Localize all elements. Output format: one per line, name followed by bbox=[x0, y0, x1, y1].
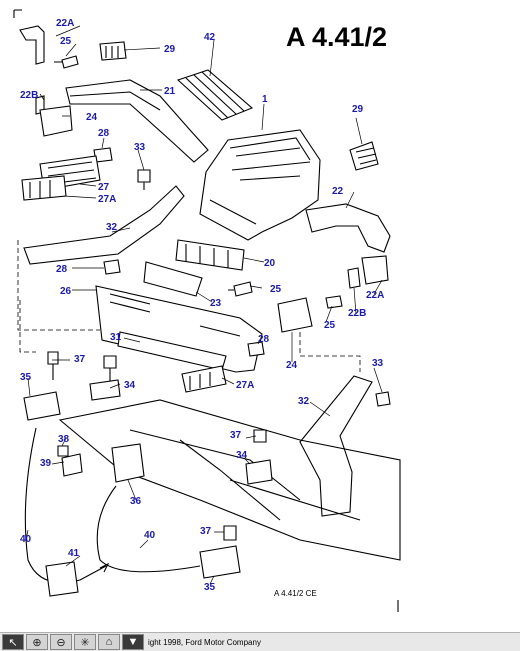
callout-label: 24 bbox=[86, 112, 98, 123]
cable-40-right bbox=[96, 485, 201, 573]
callout-label: 33 bbox=[134, 142, 146, 153]
bracket-22a-right bbox=[361, 255, 389, 285]
callout-label: 25 bbox=[324, 320, 336, 331]
callout-label: 1 bbox=[262, 94, 268, 105]
pointer-icon[interactable]: ↖ bbox=[2, 634, 24, 650]
bracket-22a-top bbox=[19, 25, 45, 65]
vent-27a-lower bbox=[181, 365, 227, 393]
screw-37-mid bbox=[103, 355, 117, 382]
bracket-34-right bbox=[245, 459, 273, 485]
callout-label: 34 bbox=[236, 450, 248, 461]
callout-label: 34 bbox=[124, 380, 136, 391]
screw-25-mid bbox=[228, 281, 253, 297]
page-title: A 4.41/2 bbox=[286, 22, 388, 52]
heater-housing-1 bbox=[199, 129, 321, 241]
panel-20 bbox=[175, 239, 245, 271]
actuator-35-right bbox=[199, 545, 241, 579]
callout-label: 22B bbox=[348, 308, 366, 319]
callout-label: 21 bbox=[164, 86, 176, 97]
vent-29-right bbox=[349, 141, 379, 171]
callout-label: 37 bbox=[200, 526, 212, 537]
callout-label: 27 bbox=[98, 182, 110, 193]
duct-22 bbox=[305, 203, 391, 253]
screw-25-right bbox=[325, 295, 343, 309]
callout-label: 39 bbox=[40, 458, 52, 469]
dropdown-icon[interactable]: ▼ bbox=[122, 634, 144, 650]
callouts: 22A 25 29 42 22B 21 1 29 24 28 33 22 27 … bbox=[20, 18, 384, 593]
callout-label: 25 bbox=[60, 36, 72, 47]
callout-label: 27A bbox=[98, 194, 116, 205]
control-24-lower bbox=[277, 297, 313, 333]
viewer-toolbar: ↖ ⊕ ⊖ ✳ ⌂ ▼ ight 1998, Ford Motor Compan… bbox=[0, 632, 520, 651]
fit-icon[interactable]: ✳ bbox=[74, 634, 96, 650]
zoom-in-icon[interactable]: ⊕ bbox=[26, 634, 48, 650]
duct-21 bbox=[65, 79, 209, 163]
callout-label: 40 bbox=[144, 530, 156, 541]
callout-label: 23 bbox=[210, 298, 222, 309]
callout-label: 32 bbox=[298, 396, 310, 407]
callout-label: 32 bbox=[106, 222, 118, 233]
control-24-top bbox=[39, 105, 73, 137]
screw-33-upper bbox=[137, 169, 151, 190]
callout-label: 22B bbox=[20, 90, 38, 101]
callout-label: 37 bbox=[74, 354, 86, 365]
callout-label: 35 bbox=[204, 582, 216, 593]
screw-33-right bbox=[375, 391, 391, 407]
callout-label: 36 bbox=[130, 496, 142, 507]
clip-28-mid bbox=[103, 259, 121, 275]
clip-39 bbox=[61, 453, 83, 477]
callout-label: 28 bbox=[98, 128, 110, 139]
bracket-23 bbox=[143, 261, 203, 297]
callout-label: 31 bbox=[110, 332, 122, 343]
knob-41 bbox=[45, 561, 79, 597]
copyright-text: ight 1998, Ford Motor Company bbox=[148, 637, 261, 647]
screw-37-lower bbox=[223, 525, 237, 541]
callout-label: 22A bbox=[366, 290, 384, 301]
screw-38 bbox=[57, 445, 69, 457]
callout-label: 37 bbox=[230, 430, 242, 441]
callout-label: 22 bbox=[332, 186, 344, 197]
callout-label: 22A bbox=[56, 18, 74, 29]
callout-label: 29 bbox=[164, 44, 176, 55]
callout-label: 41 bbox=[68, 548, 80, 559]
exploded-parts-diagram: 22A 25 29 42 22B 21 1 29 24 28 33 22 27 … bbox=[13, 9, 401, 612]
cable-40-left bbox=[24, 427, 81, 584]
callout-label: 25 bbox=[270, 284, 282, 295]
callout-label: 38 bbox=[58, 434, 70, 445]
clip-28-right bbox=[247, 341, 265, 357]
zoom-out-icon[interactable]: ⊖ bbox=[50, 634, 72, 650]
callout-label: 35 bbox=[20, 372, 32, 383]
bracket-34-left bbox=[89, 379, 121, 401]
duct-32-upper bbox=[23, 185, 185, 265]
actuator-36 bbox=[111, 443, 145, 483]
callout-label: 29 bbox=[352, 104, 364, 115]
callout-label: 28 bbox=[56, 264, 68, 275]
screw-37-left bbox=[47, 351, 59, 380]
callout-label: 26 bbox=[60, 286, 72, 297]
vent-27a-upper bbox=[21, 175, 67, 201]
callout-label: 33 bbox=[372, 358, 384, 369]
callout-label: 20 bbox=[264, 258, 276, 269]
callout-label: 42 bbox=[204, 32, 216, 43]
reference-code: A 4.41/2 CE bbox=[274, 589, 317, 598]
callout-label: 40 bbox=[20, 534, 32, 545]
duct-32-right bbox=[299, 375, 373, 517]
callout-label: 27A bbox=[236, 380, 254, 391]
callout-label: 28 bbox=[258, 334, 270, 345]
home-icon[interactable]: ⌂ bbox=[98, 634, 120, 650]
bracket-22b-right bbox=[347, 267, 361, 289]
panel-26 bbox=[95, 285, 263, 373]
vent-29-top bbox=[99, 41, 127, 61]
screw-25-top bbox=[54, 55, 79, 69]
callout-label: 24 bbox=[286, 360, 298, 371]
screw-37-right bbox=[253, 429, 267, 443]
actuator-35-left bbox=[23, 391, 61, 421]
